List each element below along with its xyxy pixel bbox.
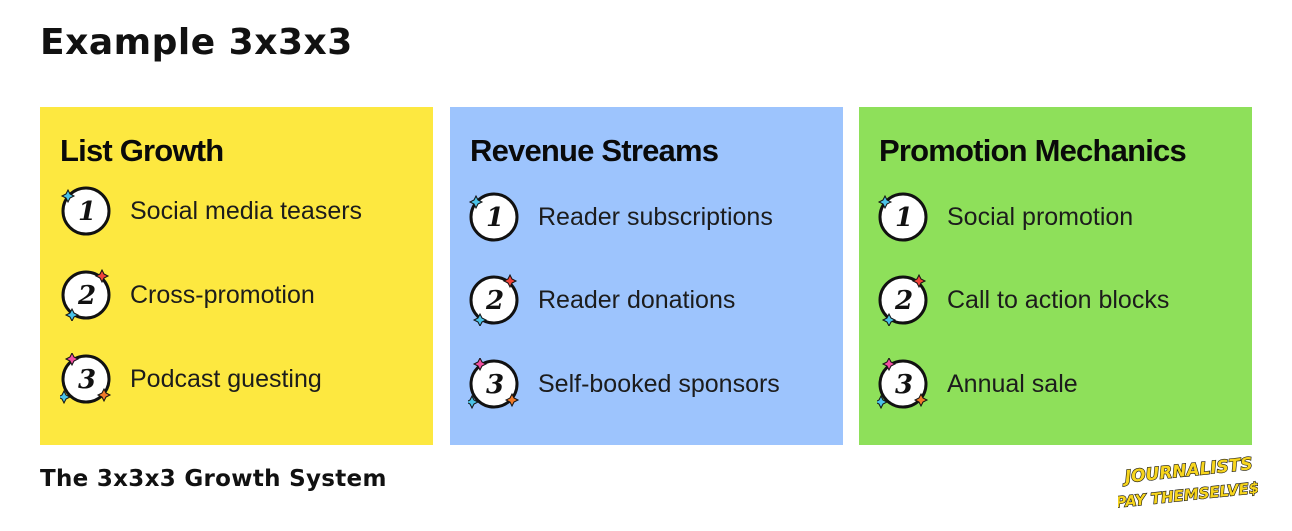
card-list-growth: List Growth 1 Social media teasers 2 Cro… <box>40 107 433 445</box>
number-badge-icon: 1 <box>60 185 112 237</box>
number-badge-icon: 1 <box>468 191 520 243</box>
item-label: Reader donations <box>538 285 736 314</box>
card-revenue-streams: Revenue Streams 1 Reader subscriptions 2… <box>450 107 843 445</box>
number-badge-icon: 3 <box>60 353 112 405</box>
item-label: Call to action blocks <box>947 285 1170 314</box>
footer-caption: The 3x3x3 Growth System <box>40 466 387 492</box>
svg-text:2: 2 <box>485 286 504 316</box>
list-item: 1 Social promotion <box>877 191 1133 243</box>
item-label: Cross-promotion <box>130 280 315 309</box>
card-title: List Growth <box>60 133 224 168</box>
list-item: 3 Self-booked sponsors <box>468 358 780 410</box>
number-badge-icon: 1 <box>877 191 929 243</box>
svg-text:1: 1 <box>78 197 96 227</box>
list-item: 1 Social media teasers <box>60 185 362 237</box>
list-item: 2 Call to action blocks <box>877 274 1169 326</box>
card-title: Promotion Mechanics <box>879 133 1187 168</box>
number-badge-icon: 3 <box>468 358 520 410</box>
journalists-pay-themselves-logo: JOURNALISTS PAY THEMSELVE$ <box>1114 452 1261 514</box>
svg-text:1: 1 <box>895 203 913 233</box>
svg-text:3: 3 <box>895 370 913 400</box>
svg-text:3: 3 <box>78 365 96 395</box>
item-label: Podcast guesting <box>130 364 322 393</box>
svg-text:2: 2 <box>77 281 96 311</box>
list-item: 1 Reader subscriptions <box>468 191 773 243</box>
number-badge-icon: 2 <box>468 274 520 326</box>
item-label: Social promotion <box>947 202 1134 231</box>
number-badge-icon: 3 <box>877 358 929 410</box>
item-label: Self-booked sponsors <box>538 369 780 398</box>
list-item: 3 Podcast guesting <box>60 353 322 405</box>
card-title: Revenue Streams <box>470 133 719 168</box>
item-label: Reader subscriptions <box>538 202 773 231</box>
svg-text:3: 3 <box>486 370 504 400</box>
list-item: 2 Cross-promotion <box>60 269 315 321</box>
card-promotion-mechanics: Promotion Mechanics 1 Social promotion 2… <box>859 107 1252 445</box>
number-badge-icon: 2 <box>60 269 112 321</box>
number-badge-icon: 2 <box>877 274 929 326</box>
item-label: Annual sale <box>947 369 1078 398</box>
item-label: Social media teasers <box>130 196 363 225</box>
page-title: Example 3x3x3 <box>40 22 353 63</box>
svg-text:1: 1 <box>486 203 504 233</box>
svg-text:2: 2 <box>894 286 913 316</box>
list-item: 2 Reader donations <box>468 274 735 326</box>
list-item: 3 Annual sale <box>877 358 1078 410</box>
